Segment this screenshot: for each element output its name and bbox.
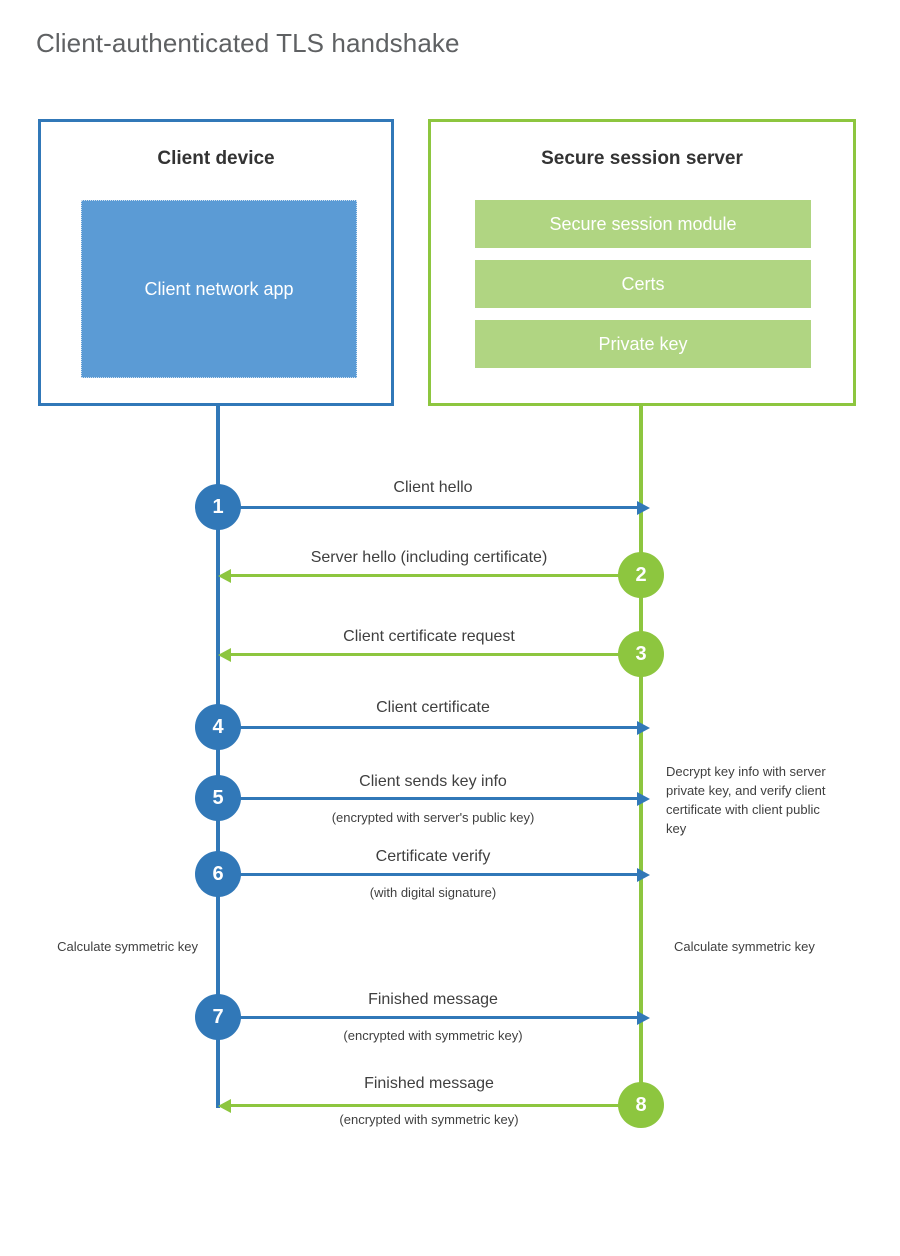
step-badge-2: 2 (618, 552, 664, 598)
arrowhead-right-icon (637, 500, 650, 515)
step-badge-4: 4 (195, 704, 241, 750)
step-7-sublabel: (encrypted with symmetric key) (343, 1028, 523, 1043)
arrowhead-right-icon (637, 867, 650, 882)
secure-session-server-box: Secure session server Secure session mod… (428, 119, 856, 406)
step-badge-8: 8 (618, 1082, 664, 1128)
client-network-app-label: Client network app (144, 278, 294, 299)
arrow-step-5 (218, 791, 650, 806)
step-4-label: Client certificate (376, 699, 490, 716)
arrow-step-4 (218, 720, 650, 735)
step-6-sublabel: (with digital signature) (369, 885, 497, 900)
client-device-box: Client device Client network app (38, 119, 394, 406)
step-badge-3: 3 (618, 631, 664, 677)
server-modules-list: Secure session module Certs Private key (475, 200, 811, 380)
step-badge-5: 5 (195, 775, 241, 821)
server-module-certs: Certs (475, 260, 811, 308)
arrow-step-8 (218, 1098, 639, 1113)
arrow-step-2 (218, 568, 639, 583)
note-server-calculate-symmetric-key: Calculate symmetric key (674, 939, 815, 954)
note-client-calculate-symmetric-key: Calculate symmetric key (57, 939, 198, 954)
arrow-step-1 (218, 500, 650, 515)
arrow-step-3 (218, 647, 639, 662)
arrowhead-right-icon (637, 1010, 650, 1025)
step-3-label: Client certificate request (343, 628, 515, 645)
server-module-secure-session-module: Secure session module (475, 200, 811, 248)
step-7-label: Finished message (368, 991, 498, 1008)
arrowhead-left-icon (218, 1098, 231, 1113)
step-1-label: Client hello (393, 479, 473, 496)
client-device-title: Client device (157, 148, 275, 169)
arrow-step-6 (218, 867, 650, 882)
server-module-private-key: Private key (475, 320, 811, 368)
secure-session-server-title: Secure session server (541, 148, 743, 169)
step-badge-7: 7 (195, 994, 241, 1040)
client-network-app-block: Client network app (81, 200, 357, 378)
arrowhead-left-icon (218, 647, 231, 662)
arrowhead-right-icon (637, 791, 650, 806)
step-6-label: Certificate verify (375, 848, 491, 865)
step-5-sublabel: (encrypted with server's public key) (331, 810, 535, 825)
step-5-label: Client sends key info (359, 773, 507, 790)
client-lifeline (216, 404, 220, 1108)
arrow-step-7 (218, 1010, 650, 1025)
page-title: Client-authenticated TLS handshake (36, 28, 460, 58)
step-8-label: Finished message (364, 1075, 494, 1092)
step-badge-1: 1 (195, 484, 241, 530)
step-8-sublabel: (encrypted with symmetric key) (339, 1112, 519, 1127)
server-lifeline (639, 404, 643, 1107)
note-server-decrypt: Decrypt key info with server private key… (666, 764, 826, 836)
arrowhead-left-icon (218, 568, 231, 583)
arrowhead-right-icon (637, 720, 650, 735)
step-badge-6: 6 (195, 851, 241, 897)
step-2-label: Server hello (including certificate) (310, 549, 548, 566)
